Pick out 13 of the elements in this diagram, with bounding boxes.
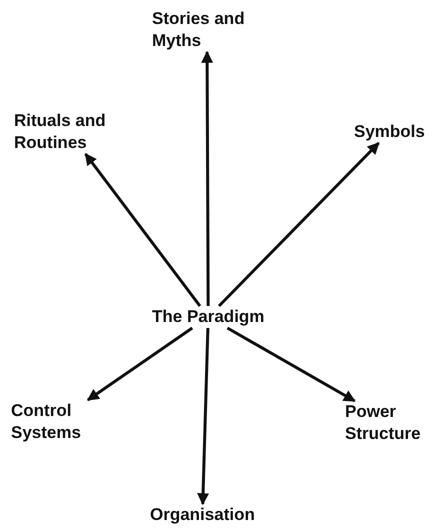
arrow bbox=[197, 328, 210, 506]
node-label: Organisation bbox=[150, 504, 255, 526]
node-label: Rituals and Routines bbox=[14, 110, 124, 154]
arrow bbox=[218, 142, 380, 308]
arrow bbox=[226, 326, 356, 402]
node-label: Symbols bbox=[354, 121, 425, 143]
arrow bbox=[201, 50, 214, 306]
node-label: Power Structure bbox=[345, 401, 441, 445]
node-label: Stories and Myths bbox=[152, 8, 262, 52]
node-label: Control Systems bbox=[11, 400, 101, 444]
arrow bbox=[86, 326, 194, 402]
arrow bbox=[84, 153, 202, 307]
node-label: The Paradigm bbox=[152, 306, 264, 328]
